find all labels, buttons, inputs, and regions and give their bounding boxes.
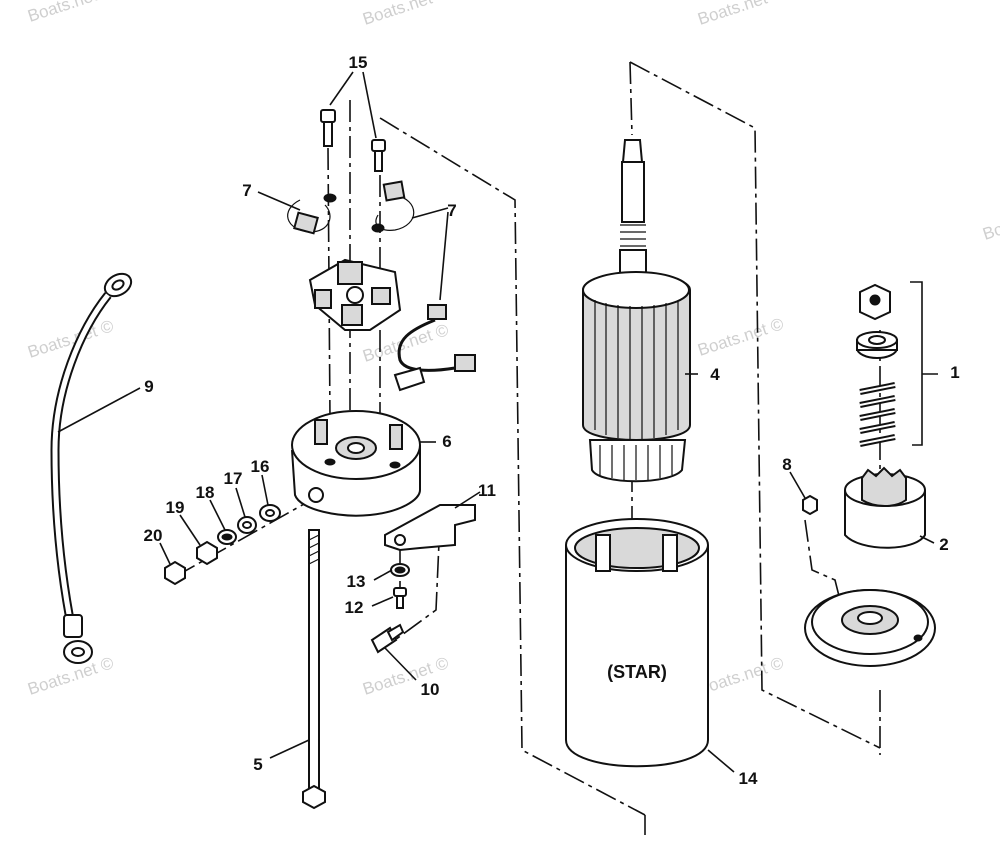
frame-can-part: (STAR) (565, 518, 709, 768)
callout-10: 10 (421, 680, 440, 699)
brush-holder-part (308, 258, 402, 331)
callout-8: 8 (782, 455, 791, 474)
callout-6: 6 (442, 432, 451, 451)
callout-1: 1 (950, 363, 959, 382)
callout-13: 13 (347, 572, 366, 591)
brush-parts (287, 180, 415, 235)
callout-2: 2 (939, 535, 948, 554)
washer-stack-parts (164, 504, 281, 586)
drive-assembly-parts (856, 283, 898, 447)
end-cap-part (291, 410, 421, 517)
pinion-parts (802, 466, 926, 549)
cable-part (50, 272, 133, 664)
watermark: Boats.net © (695, 653, 786, 699)
watermark: Boats.net © (980, 198, 1000, 244)
assembly-lines (177, 61, 881, 835)
callout-12: 12 (345, 598, 364, 617)
armature-part (582, 139, 691, 483)
watermark: Boats.net (25, 0, 99, 26)
callout-labels: 1 2 4 5 6 7 7 8 9 10 11 12 13 14 15 16 1… (144, 53, 960, 788)
callout-11: 11 (478, 481, 496, 500)
callout-7: 7 (242, 181, 251, 200)
callout-15: 15 (349, 53, 368, 72)
callout-7b: 7 (447, 201, 456, 220)
callout-18: 18 (196, 483, 215, 502)
through-bolt-part (302, 529, 326, 810)
leader-lines (57, 71, 938, 773)
callout-16: 16 (251, 457, 270, 476)
watermark: Boats.net (695, 0, 769, 29)
end-plate-part (804, 589, 936, 667)
callout-5: 5 (253, 755, 262, 774)
callout-9: 9 (144, 377, 153, 396)
callout-4: 4 (710, 365, 720, 384)
callout-20: 20 (144, 526, 163, 545)
lead-wire-part (393, 304, 476, 392)
screw-parts (320, 109, 386, 172)
callout-14: 14 (739, 769, 758, 788)
watermark: Boats.net (360, 0, 434, 29)
watermark: Boats.net © (695, 314, 786, 360)
callout-17: 17 (224, 469, 243, 488)
frame-label: (STAR) (607, 662, 667, 682)
bracket-parts (370, 504, 476, 654)
callout-19: 19 (166, 498, 185, 517)
